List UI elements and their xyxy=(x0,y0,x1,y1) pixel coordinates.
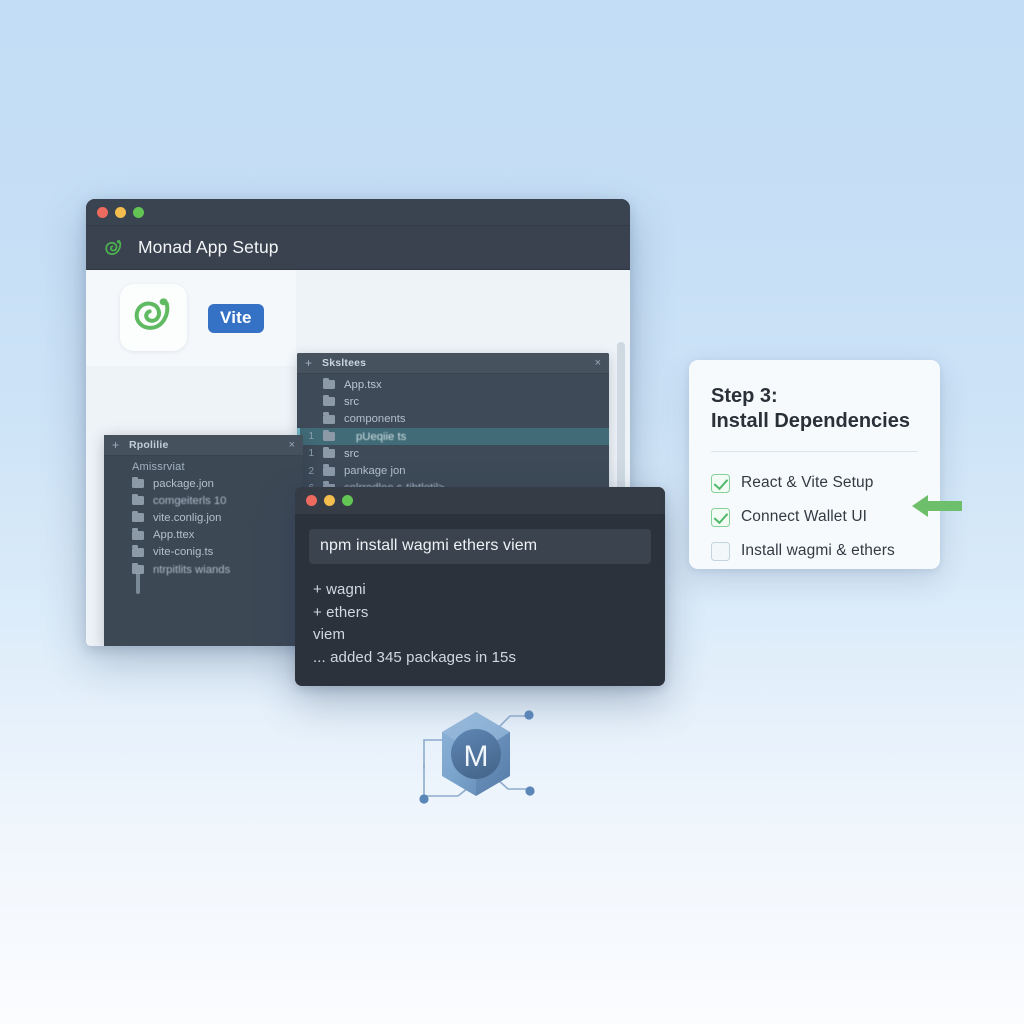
app-logo-card xyxy=(120,284,187,351)
file-name: pankage jon xyxy=(344,465,406,478)
terminal-window: npm install wagmi ethers viem + wagni + e… xyxy=(295,487,665,686)
window-scrollbar[interactable] xyxy=(617,342,625,542)
file-name: pUeqiie ts xyxy=(356,430,407,443)
terminal-command[interactable]: npm install wagmi ethers viem xyxy=(309,529,651,564)
terminal-output-line: ... added 345 packages in 15s xyxy=(313,648,517,666)
terminal-output: + wagni + ethers viem ... added 345 packag… xyxy=(313,579,665,669)
file-name: comgeiterls 10 xyxy=(153,494,227,507)
checklist-item[interactable]: React & Vite Setup xyxy=(711,466,918,500)
folder-icon xyxy=(132,562,144,575)
window-header: Monad App Setup xyxy=(86,226,630,270)
folder-icon xyxy=(323,412,335,424)
folder-icon xyxy=(323,464,335,476)
file-tree-subtitle: Amissrviat xyxy=(132,461,185,473)
monad-swirl-icon xyxy=(130,291,178,344)
divider xyxy=(711,451,918,452)
file-tree-header-secondary: + Rpolilie × xyxy=(104,435,303,456)
terminal-traffic-lights xyxy=(306,495,353,506)
checklist-item[interactable]: Install wagmi & ethers xyxy=(711,534,918,568)
file-tree-row[interactable]: src xyxy=(297,393,609,410)
monad-swirl-icon xyxy=(103,237,125,259)
terminal-output-line: viem xyxy=(313,626,346,643)
file-tree-row[interactable]: vite.conlig.jon xyxy=(104,509,303,526)
file-tree-row[interactable]: App.ttex xyxy=(104,527,303,544)
window-body: Vite + Sksltees × App.tsx src components 1 p… xyxy=(86,270,630,646)
window-traffic-lights xyxy=(97,207,144,218)
file-name: components xyxy=(344,413,406,426)
file-name: vite-conig.ts xyxy=(153,546,214,559)
file-tree-header: + Sksltees × xyxy=(297,353,609,374)
minimize-button-icon[interactable] xyxy=(115,207,126,218)
minimize-button-icon[interactable] xyxy=(324,495,335,506)
file-tree-row[interactable]: 1 pUeqiie ts xyxy=(297,427,609,446)
folder-icon xyxy=(132,528,144,540)
checklist-item[interactable]: Connect Wallet UI xyxy=(711,500,918,534)
checkbox-empty-icon[interactable] xyxy=(711,541,730,561)
close-button-icon[interactable] xyxy=(97,207,108,218)
file-tree-row[interactable]: 2 pankage jon xyxy=(297,462,609,479)
maximize-button-icon[interactable] xyxy=(342,495,353,506)
file-tree-title: Sksltees xyxy=(322,357,367,369)
file-tree-row[interactable]: package.jon xyxy=(104,475,303,492)
file-tree-row[interactable]: components xyxy=(297,411,609,428)
file-tree-row[interactable]: ntrpitlits wiands xyxy=(104,561,303,578)
checklist-label: Connect Wallet UI xyxy=(741,508,868,525)
file-tree-rows-secondary: package.jon comgeiterls 10 vite.conlig.jon… xyxy=(104,475,303,578)
folder-icon xyxy=(132,493,144,506)
file-name: ntrpitlits wiands xyxy=(153,563,231,576)
line-number: 1 xyxy=(308,431,314,443)
brand-strip: Vite xyxy=(86,270,296,366)
step-title: Install Dependencies xyxy=(711,410,910,432)
folder-icon xyxy=(323,394,335,407)
folder-icon xyxy=(323,429,335,442)
file-name: src xyxy=(344,395,360,408)
file-tree-row[interactable]: vite-conig.ts xyxy=(104,544,303,561)
maximize-button-icon[interactable] xyxy=(133,207,144,218)
file-tree-row[interactable]: comgeiterls 10 xyxy=(104,492,303,509)
step-card: Step 3: Install Dependencies React & Vit… xyxy=(689,360,940,569)
add-file-icon[interactable]: + xyxy=(305,356,313,370)
window-titlebar[interactable] xyxy=(86,199,630,226)
close-icon[interactable]: × xyxy=(288,439,295,451)
folder-icon xyxy=(323,377,335,390)
step-number: Step 3: xyxy=(711,385,778,407)
add-file-icon[interactable]: + xyxy=(112,438,120,452)
checkbox-checked-icon[interactable] xyxy=(711,507,730,527)
close-icon[interactable]: × xyxy=(594,357,601,369)
checklist-label: React & Vite Setup xyxy=(741,474,874,491)
folder-icon xyxy=(132,476,144,489)
monad-hexagon-m-icon: M xyxy=(406,692,546,820)
folder-icon xyxy=(323,446,335,459)
main-window: Monad App Setup Vite + Sksltees × Ap xyxy=(86,199,630,646)
file-name: vite.conlig.jon xyxy=(153,511,222,524)
file-name: src xyxy=(344,447,360,460)
file-name: package.jon xyxy=(153,477,214,490)
close-button-icon[interactable] xyxy=(306,495,317,506)
file-tree-row[interactable]: App.tsx xyxy=(297,376,609,393)
hexagon-letter: M xyxy=(464,740,489,773)
file-tree-title-secondary: Rpolilie xyxy=(129,439,169,451)
terminal-titlebar[interactable] xyxy=(295,487,665,514)
left-arrow-icon xyxy=(912,495,962,517)
checkbox-checked-icon[interactable] xyxy=(711,473,730,493)
file-tree-row[interactable]: 1 src xyxy=(297,445,609,462)
file-tree-panel-secondary: + Rpolilie × Amissrviat package.jon comge… xyxy=(104,435,303,646)
terminal-output-line: + wagni xyxy=(313,581,366,598)
terminal-output-line: + ethers xyxy=(313,603,369,621)
file-name: App.tsx xyxy=(344,378,382,391)
vite-badge: Vite xyxy=(208,304,264,333)
window-title: Monad App Setup xyxy=(138,237,279,257)
line-number: 2 xyxy=(308,465,314,477)
folder-icon xyxy=(132,545,144,557)
checklist-label: Install wagmi & ethers xyxy=(741,542,895,559)
file-name: App.ttex xyxy=(153,529,195,542)
folder-icon xyxy=(132,510,144,523)
line-number: 1 xyxy=(308,448,314,460)
resize-grip[interactable] xyxy=(136,572,140,594)
page-title: Step 3: Install Dependencies xyxy=(711,384,918,434)
